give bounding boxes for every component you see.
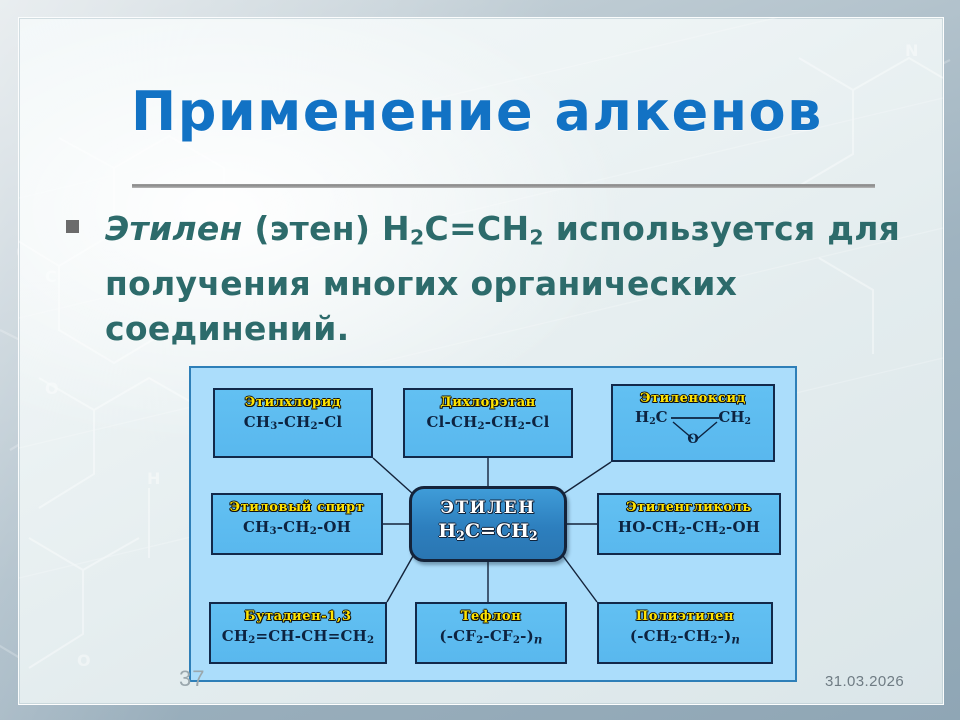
epoxide-oxygen-label: O — [687, 432, 699, 447]
bullet-rest-a: (этен) H — [242, 209, 410, 248]
ethylene-uses-diagram: Этилхлорид CH3‑CH2‑Cl Дихлорэтан Cl‑CH2‑… — [189, 366, 797, 682]
node-butadiene[interactable]: Бутадиен-1,3 CH2=CH‑CH=CH2 — [209, 602, 387, 664]
epoxide-structure: H2C CH2 O — [613, 408, 773, 450]
node-ethyleneoxide-label: Этиленоксид — [640, 391, 746, 406]
node-polyethylene-formula: (‑CH2‑CH2‑)n — [629, 627, 741, 647]
node-dichloroethane[interactable]: Дихлорэтан Cl‑CH2‑CH2‑Cl — [403, 388, 573, 458]
date-stamp: 31.03.2026 — [825, 673, 905, 690]
node-ethylene-center-formula: H2C=CH2 — [438, 520, 538, 543]
node-ethylene-center[interactable]: ЭТИЛЕН H2C=CH2 — [409, 486, 567, 562]
node-dichloroethane-label: Дихлорэтан — [440, 395, 536, 410]
square-bullet-icon — [66, 220, 79, 233]
epoxide-right-label: CH2 — [718, 408, 751, 428]
bullet-rest-b: C=CH — [424, 209, 530, 248]
svg-text:N: N — [165, 115, 178, 134]
bullet-lead: Этилен — [105, 209, 243, 248]
epoxide-left-label: H2C — [635, 408, 668, 428]
bullet-sub-2: 2 — [529, 225, 544, 250]
svg-text:O: O — [77, 651, 91, 670]
node-ethanol-formula: CH3‑CH2‑OH — [242, 518, 352, 538]
node-butadiene-label: Бутадиен-1,3 — [244, 609, 352, 624]
node-ethyleneglycol-label: Этиленгликоль — [626, 500, 752, 515]
node-teflon[interactable]: Тефлон (‑CF2‑CF2‑)n — [415, 602, 567, 664]
diagram-connectors — [372, 457, 612, 603]
node-ethyleneglycol[interactable]: Этиленгликоль HO‑CH2‑CH2‑OH — [597, 493, 781, 555]
title-divider — [132, 184, 875, 188]
node-polyethylene[interactable]: Полиэтилен (‑CH2‑CH2‑)n — [597, 602, 773, 664]
page-title: Применение алкенов — [131, 80, 823, 143]
node-butadiene-formula: CH2=CH‑CH=CH2 — [221, 627, 375, 647]
node-ethylchloride-label: Этилхлорид — [244, 395, 342, 410]
page-number: 37 — [179, 666, 206, 691]
node-teflon-label: Тефлон — [460, 609, 522, 624]
node-ethanol[interactable]: Этиловый спирт CH3‑CH2‑OH — [211, 493, 383, 555]
node-ethanol-label: Этиловый спирт — [229, 500, 365, 515]
node-polyethylene-label: Полиэтилен — [635, 609, 735, 624]
svg-text:O: O — [45, 379, 59, 398]
svg-text:C: C — [45, 267, 57, 286]
node-ethylchloride-formula: CH3‑CH2‑Cl — [243, 413, 343, 433]
node-ethyleneoxide[interactable]: Этиленоксид H2C CH2 O — [611, 384, 775, 462]
bullet-rest-c: используется для получения многих органи… — [105, 209, 901, 348]
node-ethylene-center-label: ЭТИЛЕН — [440, 498, 536, 518]
node-dichloroethane-formula: Cl‑CH2‑CH2‑Cl — [426, 413, 550, 433]
slide-panel: N C N O H O N Применение алкенов Этилен … — [18, 17, 944, 705]
bullet-text: Этилен (этен) H2C=CH2 используется для п… — [105, 206, 936, 351]
bullet-paragraph: Этилен (этен) H2C=CH2 используется для п… — [66, 206, 936, 351]
node-ethylchloride[interactable]: Этилхлорид CH3‑CH2‑Cl — [213, 388, 373, 458]
svg-text:H: H — [147, 469, 160, 488]
bullet-sub-1: 2 — [409, 225, 425, 250]
node-ethyleneglycol-formula: HO‑CH2‑CH2‑OH — [617, 518, 761, 538]
svg-text:N: N — [215, 209, 228, 228]
node-teflon-formula: (‑CF2‑CF2‑)n — [439, 627, 543, 647]
svg-text:N: N — [905, 41, 918, 60]
